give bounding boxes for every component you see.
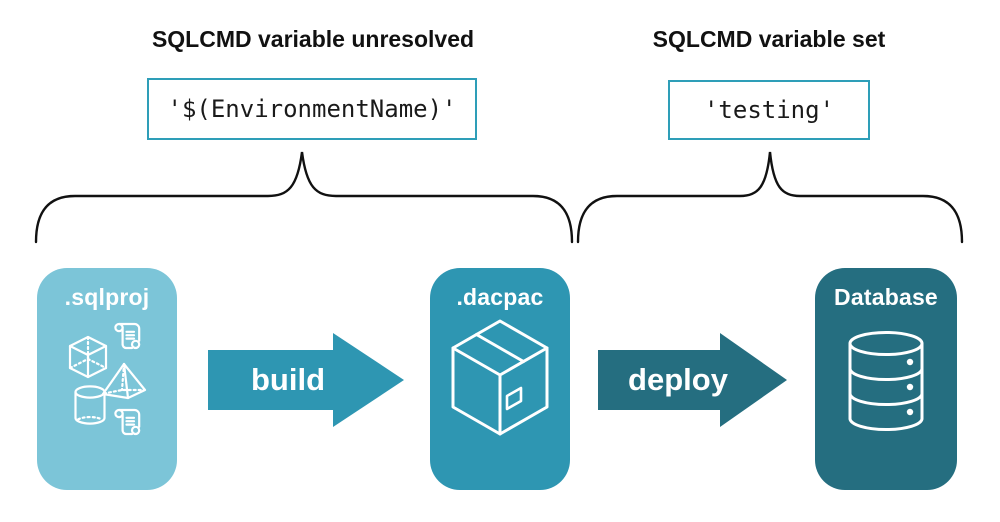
- database-icon: [848, 331, 924, 431]
- db-dot: [906, 408, 914, 416]
- left-brace: [34, 151, 574, 244]
- code-value-unresolved: '$(EnvironmentName)': [167, 95, 457, 123]
- scroll-icon: [114, 408, 141, 436]
- package-icon: [451, 319, 549, 436]
- code-box-unresolved: '$(EnvironmentName)': [147, 78, 477, 140]
- stage-dacpac: .dacpac: [430, 268, 570, 490]
- code-box-set: 'testing': [668, 80, 870, 140]
- stage-sqlproj: .sqlproj: [37, 268, 177, 490]
- right-brace: [576, 151, 964, 244]
- db-dot: [906, 383, 914, 391]
- stage-label-dacpac: .dacpac: [456, 284, 544, 310]
- heading-sqlcmd-unresolved: SQLCMD variable unresolved: [151, 26, 475, 52]
- build-arrow: build: [208, 333, 405, 427]
- db-dot: [906, 358, 914, 366]
- heading-sqlcmd-set: SQLCMD variable set: [652, 26, 886, 52]
- build-arrow-shape: [208, 333, 404, 427]
- sql-objects-icons: [68, 322, 147, 436]
- cylinder-icon: [74, 385, 106, 425]
- deploy-arrow-shape: [598, 333, 787, 427]
- code-value-set: 'testing': [703, 96, 835, 124]
- stage-database: Database: [815, 268, 957, 490]
- deploy-arrow-label: deploy: [628, 362, 728, 397]
- pyramid-icon: [101, 362, 147, 400]
- scroll-icon: [114, 322, 141, 350]
- deploy-arrow: deploy: [598, 333, 788, 427]
- cube-icon: [68, 335, 108, 379]
- stage-label-sqlproj: .sqlproj: [64, 284, 150, 310]
- package-label-square: [505, 386, 523, 411]
- stage-label-database: Database: [834, 284, 938, 310]
- build-arrow-label: build: [250, 362, 326, 397]
